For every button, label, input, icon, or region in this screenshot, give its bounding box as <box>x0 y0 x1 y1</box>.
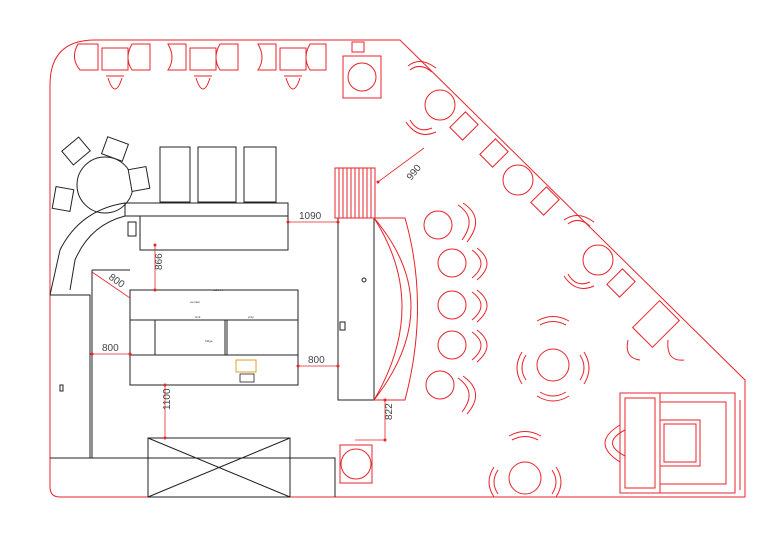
chair-back <box>127 43 187 71</box>
stool-chair <box>279 43 327 90</box>
square-chair <box>339 444 373 484</box>
dimension-800-right: 800 <box>308 355 325 366</box>
dimension-800-diagonal: 800 <box>106 272 126 291</box>
svg-text:prep: prep <box>248 315 254 319</box>
bar-stools <box>423 202 488 415</box>
bar-counter <box>334 167 418 401</box>
stool-chair <box>189 47 217 90</box>
storage-box <box>147 437 291 498</box>
dimension-1090: 1090 <box>299 211 322 222</box>
diagonal-seating <box>405 61 685 361</box>
dimension-866: 866 <box>154 253 165 270</box>
stool-chair <box>74 43 129 90</box>
armchair <box>604 392 741 494</box>
round-table-group <box>51 136 151 214</box>
svg-text:counter: counter <box>190 300 200 304</box>
center-island: counter cabinet sink prep fridge <box>129 288 299 386</box>
outer-boundary <box>49 39 746 498</box>
dimension-800-left: 800 <box>102 343 119 354</box>
dimension-1100: 1100 <box>162 388 173 410</box>
round-table-center <box>516 316 590 402</box>
svg-text:cabinet: cabinet <box>213 288 223 292</box>
equipment-unit <box>235 359 257 373</box>
svg-text:sink: sink <box>195 315 201 319</box>
dimension-lines: 1090 990 866 800 800 800 1100 822 <box>90 147 425 442</box>
dimension-822: 822 <box>384 403 395 420</box>
dimension-990: 990 <box>405 162 424 182</box>
chair-back <box>215 43 277 71</box>
back-counter <box>49 146 336 497</box>
round-table-bottom <box>488 431 562 498</box>
svg-text:fridge: fridge <box>205 339 213 343</box>
top-seating <box>74 41 382 99</box>
